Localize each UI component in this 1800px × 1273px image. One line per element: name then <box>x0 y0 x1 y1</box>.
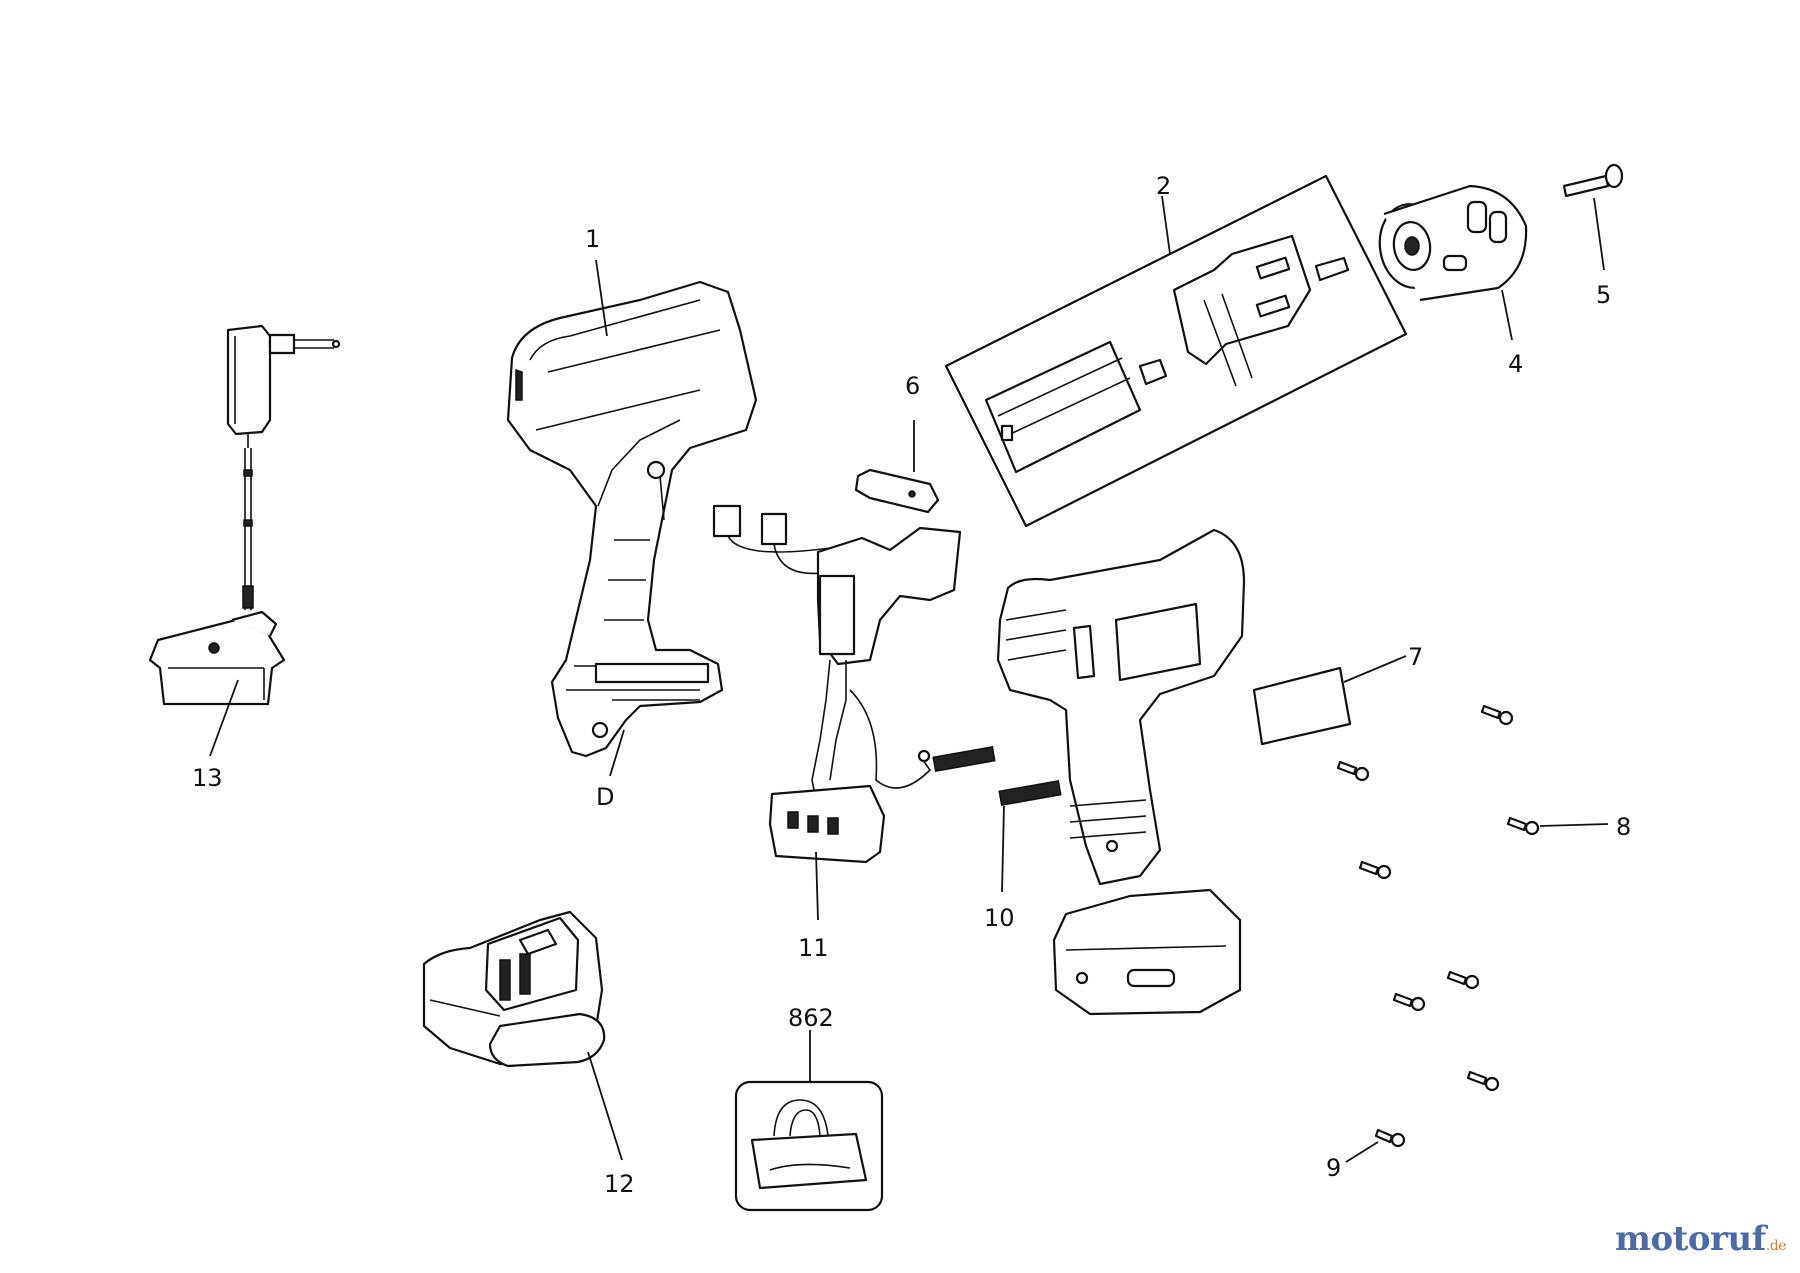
label-11: 11 <box>798 934 829 962</box>
springs-part <box>932 746 1062 806</box>
label-10: 10 <box>984 904 1015 932</box>
leader-11 <box>815 851 819 921</box>
leader-10 <box>1001 805 1005 893</box>
motor-gearbox-part <box>944 174 1408 528</box>
leader-1 <box>595 259 608 337</box>
leader-8 <box>1539 823 1609 827</box>
leader-5 <box>1593 197 1605 271</box>
leader-7 <box>1343 655 1407 683</box>
housing-half-part <box>506 280 758 758</box>
label-4: 4 <box>1508 350 1523 378</box>
leader-2 <box>1161 195 1171 255</box>
housing-screws-part <box>1336 704 1540 1092</box>
label-12: 12 <box>604 1170 635 1198</box>
label-862: 862 <box>788 1004 834 1032</box>
label-9: 9 <box>1326 1154 1341 1182</box>
label-13: 13 <box>192 764 223 792</box>
assembled-drill-housing <box>996 528 1246 1016</box>
label-5: 5 <box>1596 281 1611 309</box>
label-plate-part <box>1252 666 1352 746</box>
chuck-screw-part <box>1562 163 1624 198</box>
leader-9 <box>1345 1141 1379 1163</box>
screw-part-9 <box>1374 1128 1406 1148</box>
leader-D <box>609 729 625 777</box>
brand-watermark: motoruf.de <box>1615 1219 1787 1259</box>
switch-pad-part <box>854 468 940 514</box>
label-1: 1 <box>585 225 600 253</box>
leader-13 <box>209 679 239 757</box>
label-2: 2 <box>1156 172 1171 200</box>
label-8: 8 <box>1616 813 1631 841</box>
leader-4 <box>1501 289 1513 341</box>
charger-part <box>148 324 341 706</box>
chuck-part <box>1378 184 1528 302</box>
battery-part <box>422 910 606 1068</box>
label-7: 7 <box>1408 643 1423 671</box>
label-D: D <box>596 783 614 811</box>
brand-tld: .de <box>1765 1238 1787 1254</box>
brand-name: motoruf <box>1615 1219 1766 1259</box>
carry-bag-part <box>734 1080 884 1212</box>
label-6: 6 <box>905 372 920 400</box>
switch-wiring-part <box>712 504 962 864</box>
leader-12 <box>587 1051 623 1161</box>
